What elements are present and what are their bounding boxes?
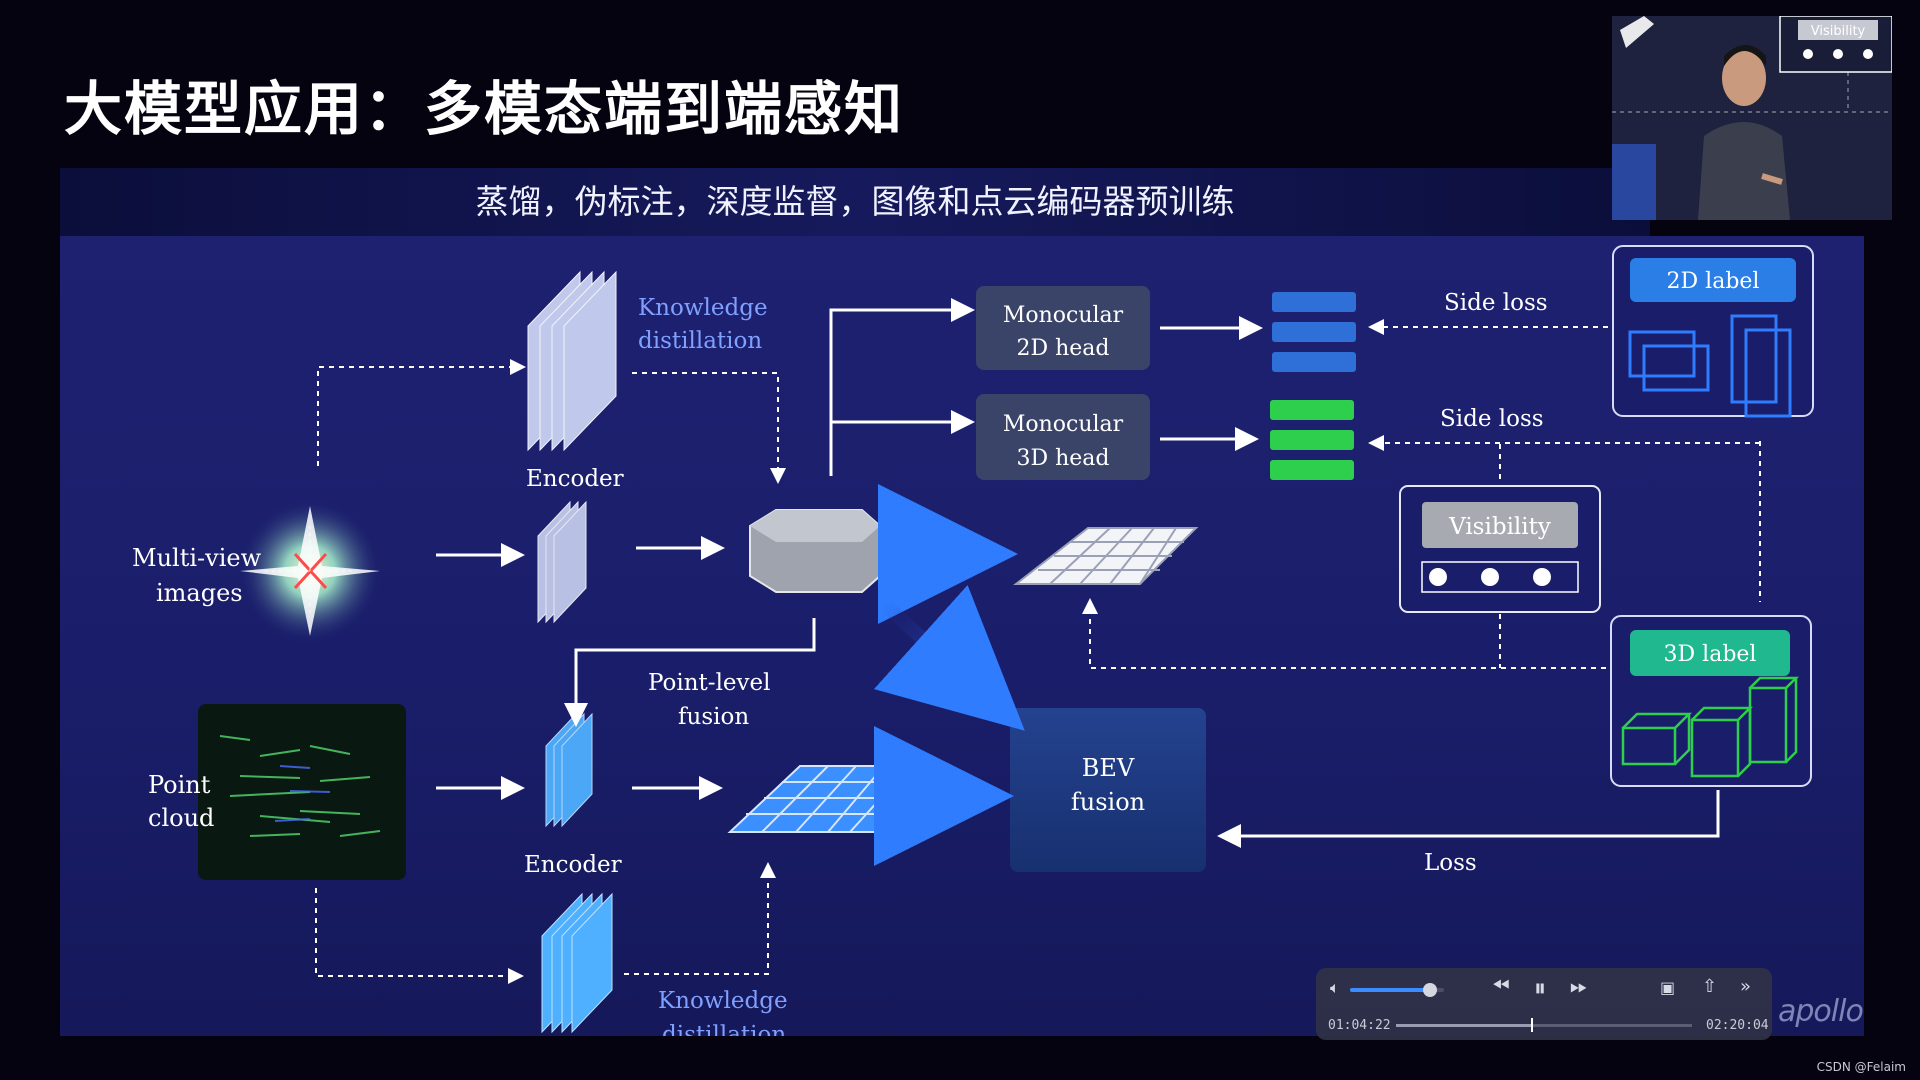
monocular-2d-head-box: Monocular 2D head [976,286,1150,370]
monocular-3d-head-box: Monocular 3D head [976,394,1150,480]
bev-fusion-box: BEV fusion [1010,708,1206,872]
blue-output-bars [1272,292,1356,372]
blue-fusion-arrows [873,484,1025,866]
multiview-label-line2: images [156,579,243,607]
multiview-image-icon [238,499,382,643]
pointcloud-label-line1: Point [148,771,211,799]
visibility-label: Visibility [1448,514,1551,540]
presenter-figure [1698,45,1790,220]
point-fusion-line1: Point-level [648,670,771,696]
kd-bottom-line1: Knowledge [658,988,788,1014]
pointcloud-encoder-icon [545,712,593,828]
pointcloud-label-line2: cloud [148,804,214,832]
video-player-controls: 🔈︎ ⏪︎ ⏸︎ ⏩︎ ▣ ⇧ » 01:04:22 02:20:04 [1316,968,1772,1040]
encoder-bottom-label: Encoder [524,852,622,878]
loss-label: Loss [1424,850,1477,876]
image-encoder-icon [537,500,587,624]
mono3d-line1: Monocular [1003,412,1124,437]
subtitle-band: 蒸馏，伪标注，深度监督，图像和点云编码器预训练 [60,168,1650,236]
seek-bar-played [1396,1024,1533,1027]
pointcloud-feature-grid [727,765,935,833]
volume-slider-knob[interactable] [1422,983,1437,997]
rewind-icon[interactable]: ⏪︎ [1492,974,1510,999]
kd-top-line2: distillation [638,328,762,354]
label-3d-panel: 3D label [1610,615,1812,787]
fast-forward-icon[interactable]: ⏩︎ [1570,974,1588,999]
diagram-panel: Multi-view images Point cloud Encoder [60,236,1864,1036]
volume-icon[interactable]: 🔈︎ [1330,978,1340,997]
bev-line1: BEV [1082,754,1135,782]
flow-arrows [436,298,1720,848]
current-time: 01:04:22 [1328,1018,1391,1033]
picture-in-picture-icon[interactable]: ▣ [1660,978,1676,997]
volume-slider-track[interactable] [1350,983,1444,997]
architecture-diagram: Multi-view images Point cloud Encoder [132,245,1814,1036]
image-feature-hexagon [749,509,881,593]
seek-bar-handle[interactable] [1531,1018,1534,1032]
mono2d-line2: 2D head [1016,336,1109,361]
green-output-bars [1270,400,1354,480]
presenter-webcam: Visibility [1612,16,1892,220]
teacher-pointcloud-encoder-icon [541,892,613,1034]
label-2d-panel: 2D label [1612,245,1814,418]
side-loss-label-1: Side loss [1444,290,1548,316]
kd-bottom-line2: distillation [662,1022,786,1036]
dashed-arrows [315,319,1761,984]
side-loss-label-2: Side loss [1440,406,1544,432]
point-fusion-line2: fusion [678,704,749,730]
more-chevron-icon[interactable]: » [1740,976,1752,997]
encoder-top-label: Encoder [526,466,624,492]
csdn-watermark: CSDN @Felaim [1816,1060,1906,1074]
pause-icon[interactable]: ⏸︎ [1534,974,1546,1002]
bev-line2: fusion [1071,788,1145,816]
multiview-label-line1: Multi-view [132,544,262,572]
label-3d-title: 3D label [1664,642,1757,667]
apollo-logo: apollo [1778,994,1864,1029]
visibility-panel: Visibility [1399,485,1601,613]
slide-subtitle: 蒸馏，伪标注，深度监督，图像和点云编码器预训练 [475,182,1235,221]
slide-title: 大模型应用：多模态端到端感知 [64,75,905,143]
bev-feature-grid [1013,527,1199,585]
total-time: 02:20:04 [1706,1018,1769,1033]
mono2d-line1: Monocular [1003,303,1124,328]
teacher-image-encoder-icon [527,270,617,452]
volume-slider-fill [1350,988,1430,992]
point-cloud-image [198,704,406,880]
seek-bar[interactable] [1396,1018,1692,1032]
kd-top-line1: Knowledge [638,295,768,321]
webcam-visibility-text: Visibility [1811,24,1866,39]
share-icon[interactable]: ⇧ [1702,976,1718,997]
label-2d-title: 2D label [1667,269,1760,294]
mono3d-line2: 3D head [1016,446,1109,471]
